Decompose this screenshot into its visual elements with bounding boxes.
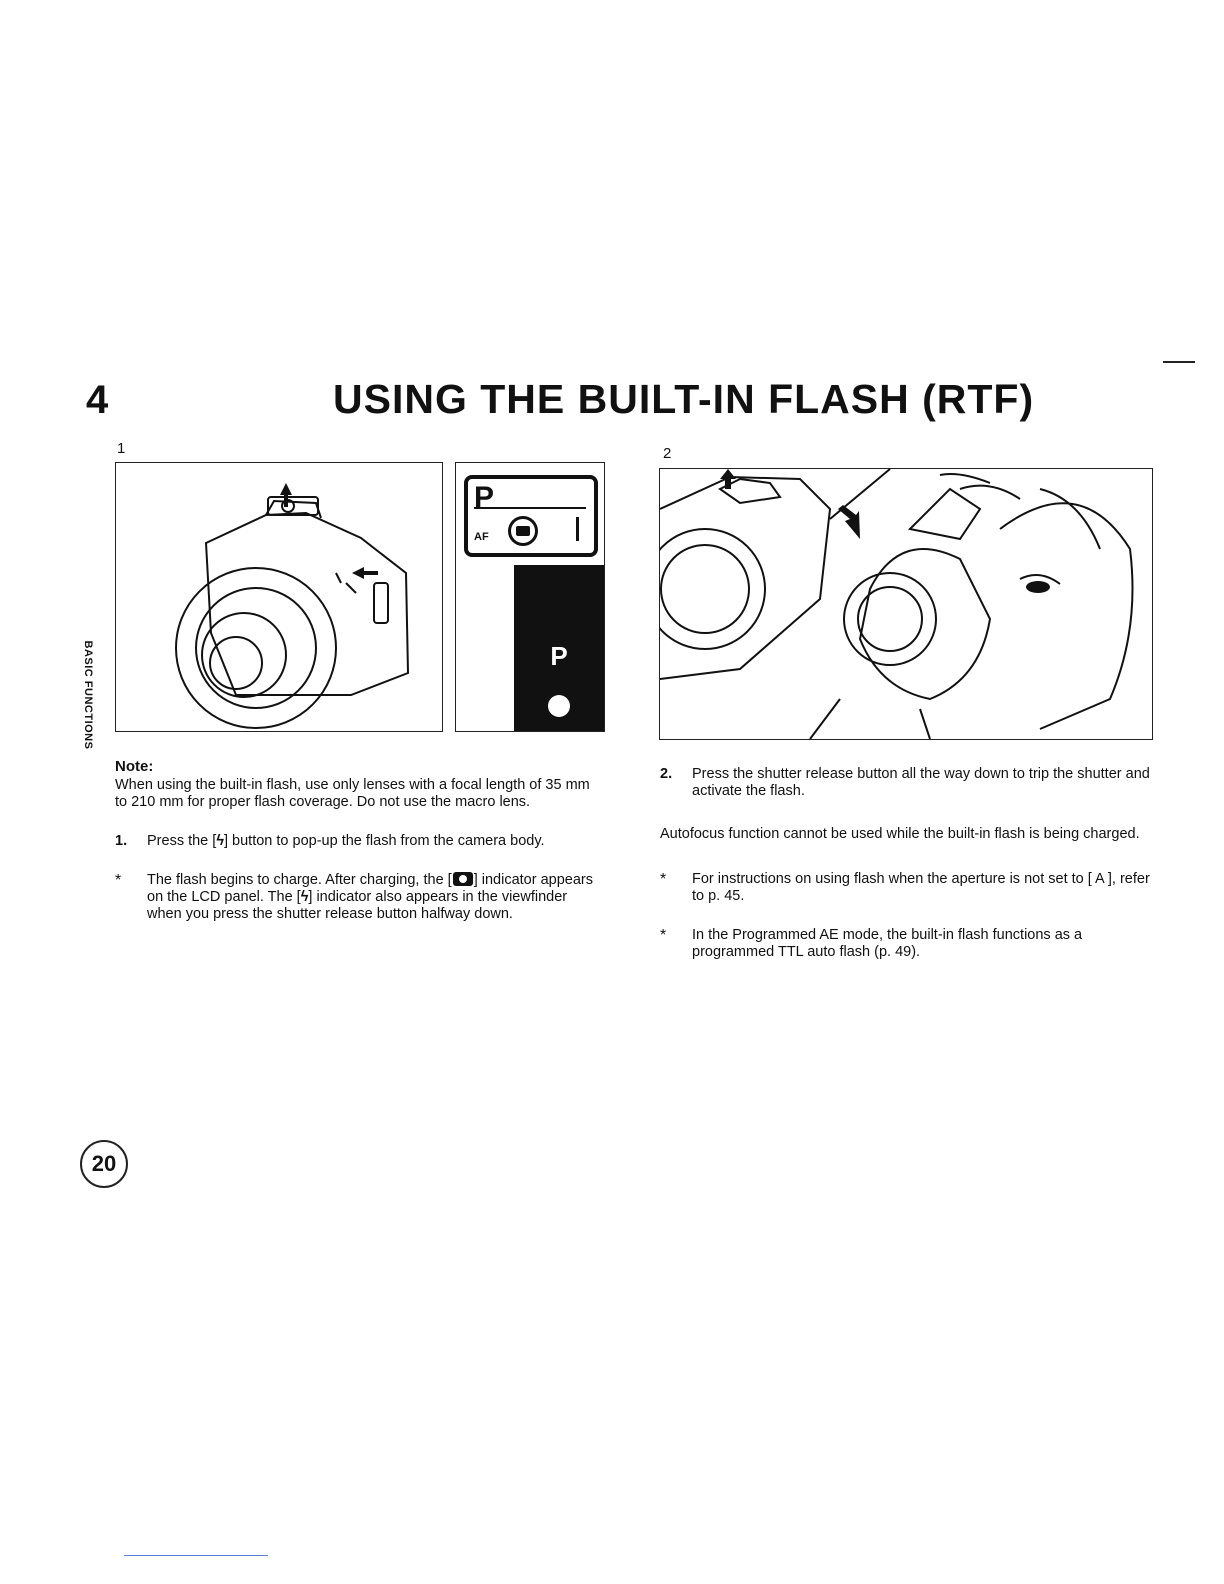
flash-indicator-icon <box>548 695 570 717</box>
figure-2-photographer-illustration <box>644 468 1153 740</box>
bullet-text-a: The flash begins to charge. After chargi… <box>147 872 452 888</box>
figure-1-number: 1 <box>117 440 126 457</box>
lcd-bar <box>576 517 579 541</box>
flash-ready-icon <box>508 516 538 546</box>
lcd-af-label: AF <box>474 531 489 543</box>
step-2-text: Press the shutter release button all the… <box>692 766 1150 799</box>
step-1-text-after: ] button to pop-up the flash from the ca… <box>224 833 545 849</box>
bullet-marker: * <box>115 872 122 889</box>
camera-top-view-icon <box>175 483 410 729</box>
viewfinder-mode-letter: P <box>550 641 568 671</box>
step-2-marker: 2. <box>660 766 673 782</box>
note-text: When using the built-in flash, use only … <box>115 777 590 810</box>
bullet-text-c: ] indicator also appears in the viewfind… <box>147 889 568 922</box>
step-1: 1. Press the [ϟ] button to pop-up the fl… <box>115 833 605 850</box>
bullet-text-b: ] indicator appears on the LCD panel. Th… <box>147 872 593 905</box>
figure-2-number: 2 <box>663 445 672 462</box>
bullet-aperture-marker: * <box>660 871 667 888</box>
side-tab: BASIC FUNCTIONS <box>78 630 98 760</box>
photographer-with-camera-icon <box>644 468 1134 740</box>
page-number: 20 <box>80 1140 128 1188</box>
bullet-aperture-text: For instructions on using flash when the… <box>692 871 1150 904</box>
bullet-flash-charge: * The flash begins to charge. After char… <box>115 872 605 923</box>
side-tab-label: BASIC FUNCTIONS <box>82 640 94 750</box>
bullet-flash-charge-text: The flash begins to charge. After chargi… <box>147 872 605 923</box>
lightning-bolt-icon: ϟ <box>300 889 309 905</box>
viewfinder-display: P <box>514 565 604 731</box>
right-column: 2. Press the shutter release button all … <box>660 766 1152 961</box>
figure-1-camera-illustration <box>115 462 443 732</box>
step-1-text-before: Press the [ <box>147 833 217 849</box>
bottom-link-rule[interactable] <box>124 1555 268 1556</box>
flash-popup-button-icon: ϟ <box>216 833 224 849</box>
left-column: Note: When using the built-in flash, use… <box>115 758 605 923</box>
lcd-panel: P AF <box>464 475 598 557</box>
step-1-marker: 1. <box>115 833 128 849</box>
step-1-text: Press the [ϟ] button to pop-up the flash… <box>147 833 545 850</box>
flash-ready-indicator-icon <box>452 872 473 886</box>
lcd-mode-letter: P <box>474 481 495 514</box>
note-label: Note: <box>115 758 154 775</box>
step-2: 2. Press the shutter release button all … <box>660 766 1152 800</box>
top-right-rule <box>1163 361 1195 363</box>
lcd-divider <box>474 507 586 509</box>
autofocus-note: Autofocus function cannot be used while … <box>660 826 1140 842</box>
bullet-programmed-marker: * <box>660 927 667 944</box>
chapter-number: 4 <box>86 378 109 422</box>
page-title: USING THE BUILT-IN FLASH (RTF) <box>333 376 1035 422</box>
bullet-programmed-ae: * In the Programmed AE mode, the built-i… <box>660 927 1152 961</box>
bullet-programmed-text: In the Programmed AE mode, the built-in … <box>692 927 1083 960</box>
figure-1-indicator-panel: P AF P <box>455 462 605 732</box>
bullet-aperture: * For instructions on using flash when t… <box>660 871 1152 905</box>
